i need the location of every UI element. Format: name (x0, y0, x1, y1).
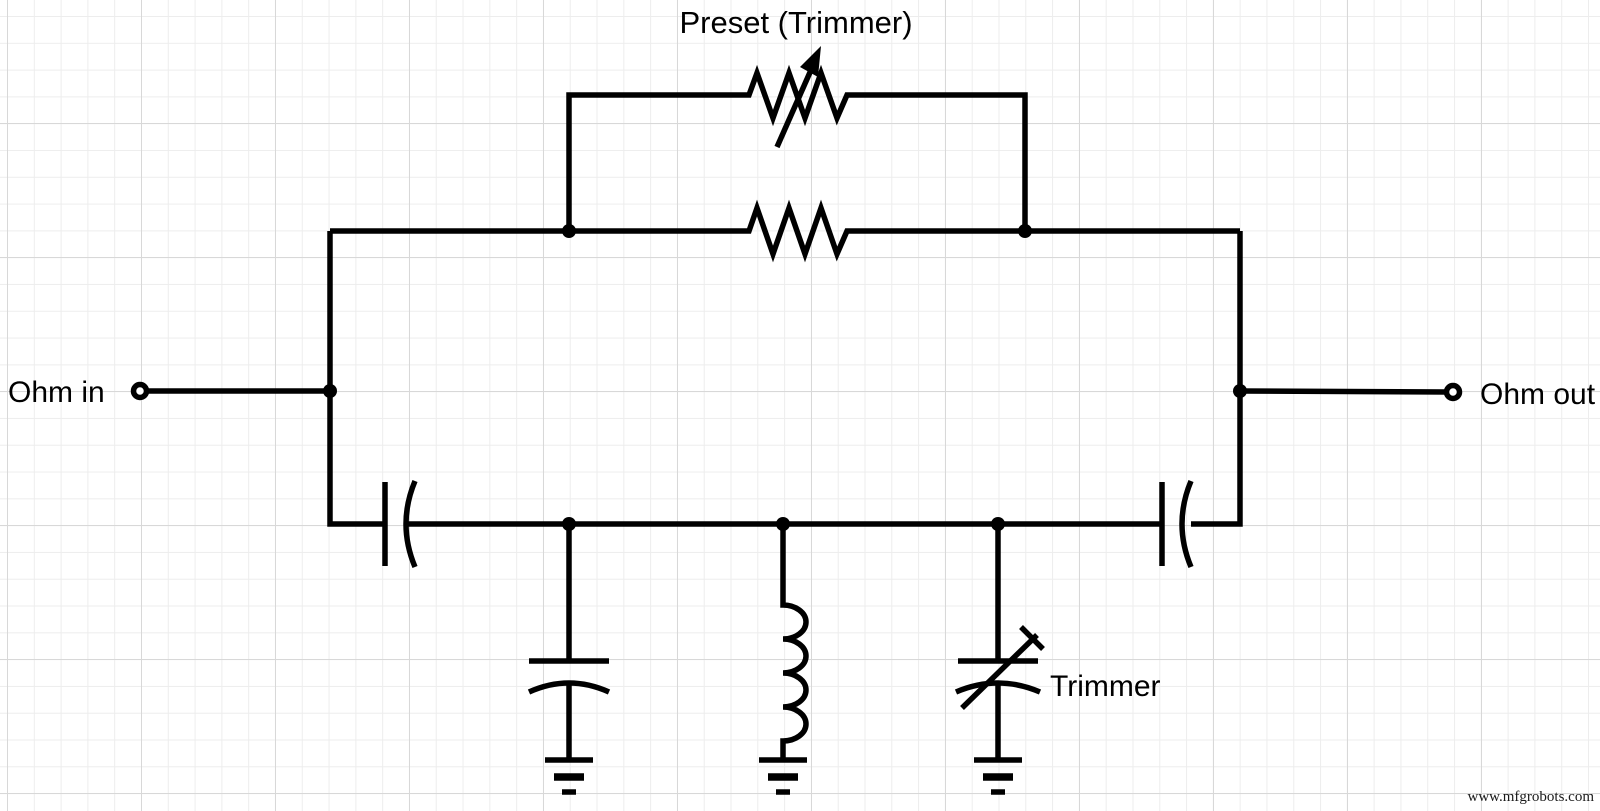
trimmer-arrow-head-icon (800, 46, 821, 77)
junction-dot (323, 384, 337, 398)
ohm-in-label: Ohm in (8, 376, 105, 409)
input-terminal (130, 381, 330, 401)
watermark-text: www.mfgrobots.com (1467, 789, 1594, 805)
ohm-out-label: Ohm out (1480, 378, 1596, 411)
junction-dot (562, 517, 576, 531)
output-terminal-circle (1443, 382, 1463, 402)
preset-trimmer-resistor (566, 46, 1028, 231)
junction-dots (323, 224, 1247, 531)
trimmer-arrow-shaft (774, 68, 814, 149)
coupling-capacitor-right (1159, 479, 1194, 569)
ground-right (974, 757, 1022, 795)
trimmer-label: Trimmer (1050, 670, 1161, 703)
shunt-capacitor (527, 524, 611, 760)
ground-left (545, 757, 593, 795)
trimmer-capacitor (954, 524, 1045, 760)
junction-dot (1018, 224, 1032, 238)
left-bus-wire (327, 231, 385, 527)
junction-dot (991, 517, 1005, 531)
output-terminal (1239, 382, 1463, 402)
junction-dot (562, 224, 576, 238)
preset-trimmer-label: Preset (Trimmer) (679, 5, 912, 40)
right-bus-wire (1191, 231, 1243, 527)
coupling-capacitor-left (382, 479, 418, 569)
junction-dot (776, 517, 790, 531)
trimmer-diagonal (960, 633, 1039, 710)
trimmer-bar (1019, 625, 1045, 651)
junction-dot (1233, 384, 1247, 398)
input-terminal-circle (130, 381, 150, 401)
ground-middle (759, 757, 807, 795)
shunt-inductor (780, 524, 809, 760)
fixed-resistor (330, 199, 1240, 263)
